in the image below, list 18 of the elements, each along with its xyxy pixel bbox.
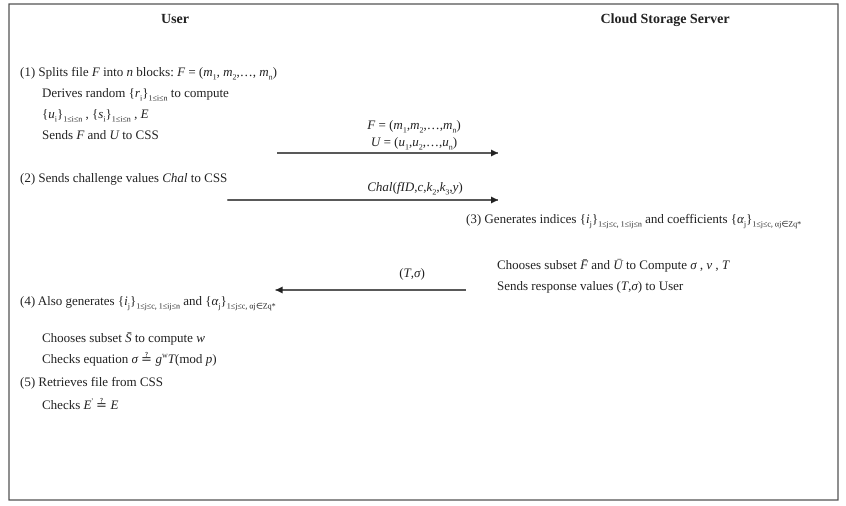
step-text: Chooses subset F̄ and Ū to Compute σ , v , T (496, 256, 731, 274)
column-heading: User (161, 12, 189, 28)
step-text: (4) Also generates {i$_{j}$}$_{1≤j≤c, 1≤ij≤n}$ and {α$_{j}$}$_{1≤j≤c, αj∈Zq*}$ (20, 292, 276, 311)
step-text: Sends response values (T,σ) to User (496, 277, 684, 295)
step-text: (1) Splits file F into n blocks: F = (m$_{1}$, m$_{2}$,…, m$_{n}$) (20, 63, 277, 82)
arrow (227, 196, 498, 204)
step-text: Sends F and U to CSS (41, 126, 160, 144)
step-text: {u$_{i}$}$_{1≤i≤n}$ , {s$_{i}$}$_{1≤i≤n}$ , E (41, 105, 150, 124)
step-text: Checks equation σ ≟ g$^{w}$T(mod p) (41, 350, 218, 368)
arrow (276, 286, 466, 294)
step-text: Chooses subset S̄ to compute w (41, 329, 206, 347)
column-heading: Cloud Storage Server (600, 12, 730, 28)
step-text: (5) Retrieves file from CSS (20, 373, 163, 391)
step-text: Checks E$^{'}$ ≟ E (41, 396, 120, 414)
step-text: Derives random {r$_{i}$}$_{1≤i≤n}$ to compute (41, 84, 230, 103)
arrow (277, 150, 498, 156)
step-text: (3) Generates indices {i$_{j}$}$_{1≤j≤c, 1≤ij≤n}$ and coefficients {α$_{j}$}$_{1≤j≤c, αj∈Zq*}$ (466, 210, 802, 229)
step-text: (2) Sends challenge values Chal to CSS (20, 169, 228, 187)
